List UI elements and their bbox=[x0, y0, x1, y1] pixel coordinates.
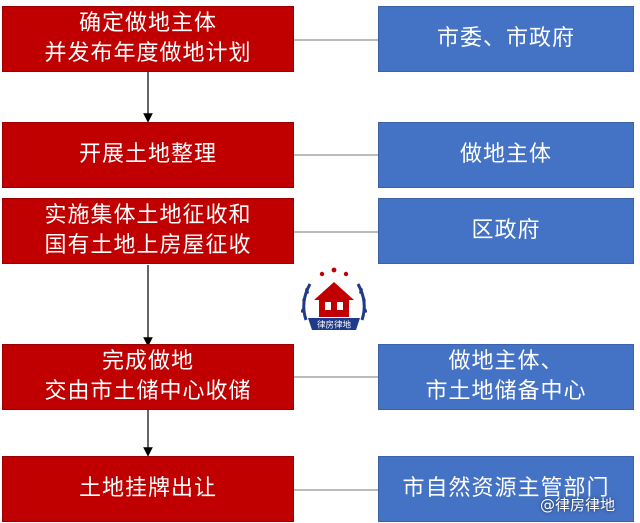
responsible-5-box: 市自然资源主管部门 bbox=[378, 456, 634, 522]
responsible-1-box: 市委、市政府 bbox=[378, 6, 634, 72]
step-4-box: 完成做地 交由市土储中心收储 bbox=[2, 344, 294, 410]
step-5-line-1: 土地挂牌出让 bbox=[78, 476, 217, 501]
step-4-line-1: 完成做地 bbox=[101, 349, 194, 374]
step-1-line-2: 并发布年度做地计划 bbox=[44, 41, 252, 66]
responsible-3-line-1: 区政府 bbox=[471, 218, 541, 243]
step-5-box: 土地挂牌出让 bbox=[2, 456, 294, 522]
responsible-5-line-1: 市自然资源主管部门 bbox=[402, 476, 610, 501]
step-3-box: 实施集体土地征收和 国有土地上房屋征收 bbox=[2, 198, 294, 264]
step-1-line-1: 确定做地主体 bbox=[78, 11, 217, 36]
step-2-line-1: 开展土地整理 bbox=[78, 142, 217, 167]
step-3-line-2: 国有土地上房屋征收 bbox=[44, 233, 252, 258]
step-4-line-2: 交由市土储中心收储 bbox=[44, 379, 252, 404]
responsible-4-box: 做地主体、 市土地储备中心 bbox=[378, 344, 634, 410]
step-3-line-1: 实施集体土地征收和 bbox=[44, 203, 252, 228]
responsible-4-line-1: 做地主体、 bbox=[448, 349, 564, 374]
responsible-2-box: 做地主体 bbox=[378, 122, 634, 188]
responsible-2-line-1: 做地主体 bbox=[459, 142, 552, 167]
responsible-4-line-2: 市土地储备中心 bbox=[425, 379, 587, 404]
responsible-3-box: 区政府 bbox=[378, 198, 634, 264]
responsible-1-line-1: 市委、市政府 bbox=[436, 26, 575, 51]
house-emblem-icon: 律房律地 bbox=[294, 264, 374, 344]
step-1-box: 确定做地主体 并发布年度做地计划 bbox=[2, 6, 294, 72]
logo-text: 律房律地 bbox=[317, 320, 352, 331]
watermark: @律房律地 bbox=[540, 496, 616, 514]
step-2-box: 开展土地整理 bbox=[2, 122, 294, 188]
